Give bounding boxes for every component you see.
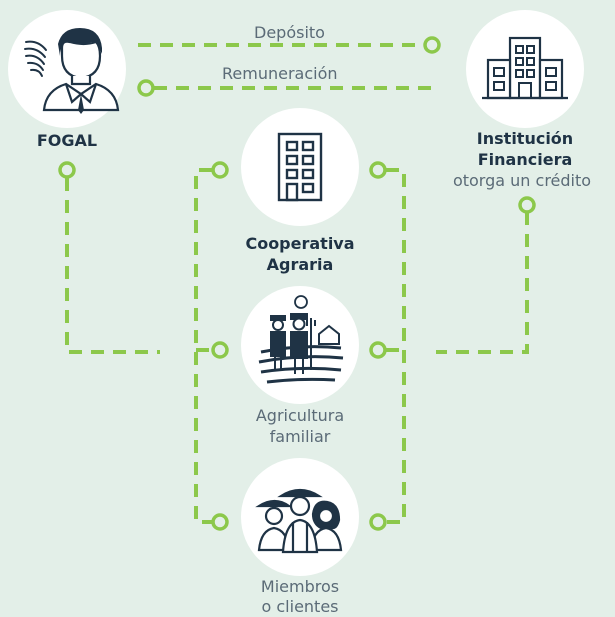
office-building-icon <box>277 132 323 202</box>
right-member-rail <box>386 168 406 524</box>
miembros-label-line2: o clientes <box>261 597 339 616</box>
deposito-label: Depósito <box>251 24 328 42</box>
agricultura-label-line1: Agricultura <box>255 406 345 425</box>
connector-dot <box>58 161 76 179</box>
institucion-label-line2: Financiera <box>477 150 573 169</box>
institucion-link-line <box>436 212 529 354</box>
agricultura-label-line2: familiar <box>269 427 331 446</box>
cooperativa-label-line1: Cooperativa <box>245 234 355 253</box>
connector-dot <box>423 36 441 54</box>
group-of-people-icon <box>255 488 343 554</box>
bank-building-icon <box>482 36 568 100</box>
person-with-emblem-icon <box>24 28 120 114</box>
institucion-node <box>466 10 584 128</box>
connector-dot <box>518 196 536 214</box>
remuneracion-label: Remuneración <box>219 65 341 83</box>
fogal-link-line <box>65 178 160 354</box>
fogal-label: FOGAL <box>36 131 98 150</box>
institucion-subtitle: otorga un crédito <box>452 171 592 190</box>
connector-dot <box>369 161 387 179</box>
connector-dot <box>211 341 229 359</box>
connector-dot <box>211 513 229 531</box>
farmers-field-icon <box>258 295 344 384</box>
fogal-node <box>8 10 126 128</box>
institucion-label-line1: Institución <box>476 129 574 148</box>
connector-dot <box>211 161 229 179</box>
connector-dot <box>369 341 387 359</box>
miembros-label-line1: Miembros <box>260 577 340 596</box>
miembros-node <box>241 458 359 576</box>
connector-dot <box>137 79 155 97</box>
left-member-rail <box>194 168 212 524</box>
cooperativa-label-line2: Agraria <box>266 255 334 274</box>
agricultura-node <box>241 286 359 404</box>
cooperativa-node <box>241 108 359 226</box>
connector-dot <box>369 513 387 531</box>
